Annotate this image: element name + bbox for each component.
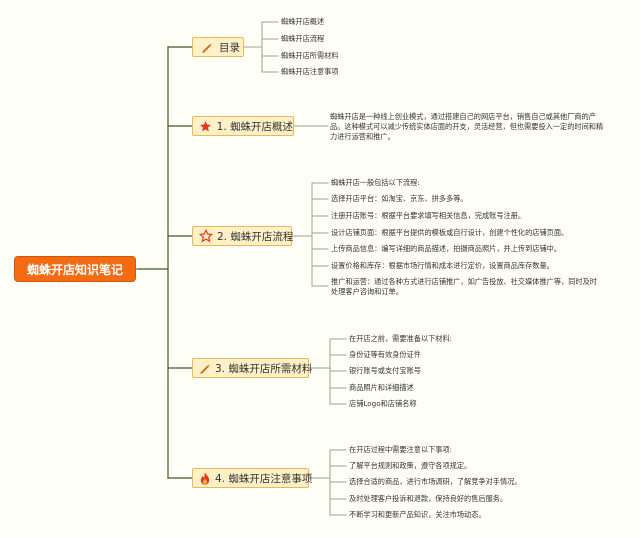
- branch-label: 2. 蜘蛛开店流程: [217, 230, 294, 243]
- leaf-item: 上传商品信息：编写详细的商品描述，拍摄商品照片，并上传到店铺中。: [331, 244, 562, 253]
- branch-label: 1. 蜘蛛开店概述: [216, 120, 293, 133]
- leaf-item: 身份证等有效身份证件: [349, 350, 421, 359]
- leaf-item: 蜘蛛开店流程: [281, 34, 325, 43]
- root-title: 蜘蛛开店知识笔记: [26, 262, 123, 277]
- branch-label: 3. 蜘蛛开店所需材料: [215, 362, 313, 375]
- leaf-item: 及时处理客户投诉和退款，保持良好的售后服务。: [349, 494, 508, 503]
- leaf-item: 注册开店账号：根据平台要求填写相关信息，完成账号注册。: [331, 211, 526, 220]
- branch-toc[interactable]: 目录: [192, 37, 244, 57]
- branch-process[interactable]: 2. 蜘蛛开店流程: [192, 226, 294, 246]
- leaf-item: 蜘蛛开店一般包括以下流程:: [331, 178, 420, 187]
- branch-notes[interactable]: 4. 蜘蛛开店注意事项: [192, 468, 313, 488]
- leaf-item: 店铺Logo和店铺名称: [349, 399, 417, 408]
- branch-label: 目录: [219, 41, 240, 54]
- leaf-item: 蜘蛛开店概述: [281, 17, 325, 26]
- leaf-item: 蜘蛛开店是一种线上创业模式，通过搭建自己的网店平台，销售自己或其他厂商的产品。这…: [330, 112, 604, 141]
- leaf-item: 设计店铺页面：根据平台提供的模板或自行设计，创建个性化的店铺页面。: [331, 228, 569, 237]
- leaf-item: 在开店过程中需要注意以下事项:: [349, 445, 453, 454]
- leaf-item: 不断学习和更新产品知识，关注市场动态。: [349, 510, 486, 519]
- branch-overview[interactable]: 1. 蜘蛛开店概述: [192, 116, 294, 136]
- leaf-item: 银行账号或支付宝账号: [349, 366, 421, 375]
- branch-label: 4. 蜘蛛开店注意事项: [215, 472, 313, 485]
- star-filled-icon: [199, 119, 213, 133]
- leaf-item: 蜘蛛开店注意事项: [281, 67, 339, 76]
- leaf-item: 在开店之前，需要准备以下材料:: [349, 334, 453, 343]
- branch-materials[interactable]: 3. 蜘蛛开店所需材料: [192, 358, 313, 378]
- root-node[interactable]: 蜘蛛开店知识笔记: [14, 256, 136, 282]
- leaf-item: 了解平台规则和政策，遵守各项规定。: [349, 461, 472, 470]
- leaf-item: 选择开店平台：如淘宝、京东、拼多多等。: [331, 194, 468, 203]
- pencil-icon: [199, 40, 215, 54]
- leaf-item: 设置价格和库存：根据市场行情和成本进行定价，设置商品库存数量。: [331, 261, 554, 270]
- leaf-item: 蜘蛛开店所需材料: [281, 51, 339, 60]
- pencil-icon: [199, 361, 211, 375]
- leaf-item: 选择合适的商品，进行市场调研，了解竞争对手情况。: [349, 477, 522, 486]
- fire-icon: [199, 471, 211, 485]
- leaf-item: 推广和运营：通过各种方式进行店铺推广，如广告投放、社交媒体推广等，同时及时处理客…: [331, 277, 597, 296]
- star-outline-icon: [199, 229, 213, 243]
- leaf-item: 商品照片和详细描述: [349, 383, 414, 392]
